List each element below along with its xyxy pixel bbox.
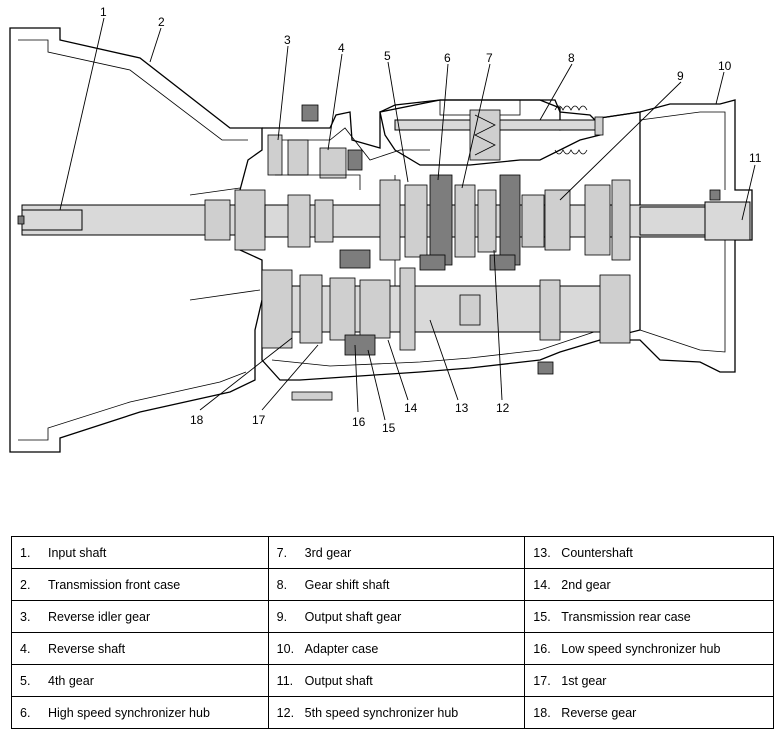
callout-9: 9	[677, 69, 684, 83]
legend-cell: 8. Gear shift shaft	[267, 568, 526, 601]
callout-16: 16	[352, 415, 366, 429]
legend-row: 4. Reverse shaft 10. Adapter case 16. Low spe…	[11, 632, 774, 665]
transmission-cross-section-diagram: 1 2 3 4 5 6 7 8 9 10 11 12 13 14 15 16 1…	[9, 5, 762, 453]
legend-cell: 3. Reverse idler gear	[11, 600, 269, 633]
legend-item-number: 11.	[276, 673, 294, 688]
legend-item-number: 13.	[533, 545, 551, 560]
legend-item-number: 7.	[276, 545, 288, 560]
legend-item-label: Low speed synchronizer hub	[561, 641, 721, 656]
legend-item-label: Countershaft	[561, 545, 633, 560]
callout-5: 5	[384, 49, 391, 63]
legend-item-label: Transmission rear case	[561, 609, 691, 624]
legend-item-number: 2.	[20, 577, 31, 592]
legend-item-number: 17.	[533, 673, 551, 688]
legend-item-label: High speed synchronizer hub	[48, 705, 210, 720]
legend-item-label: Reverse shaft	[48, 641, 126, 656]
legend-row: 5. 4th gear 11. Output shaft 17. 1st gear	[11, 664, 774, 697]
legend-item-label: 4th gear	[48, 673, 94, 688]
legend-item-number: 14.	[533, 577, 551, 592]
legend-cell: 17. 1st gear	[524, 664, 774, 697]
legend-item-label: Reverse idler gear	[48, 609, 151, 624]
legend-cell: 4. Reverse shaft	[11, 632, 269, 665]
callout-11: 11	[749, 151, 762, 165]
legend-item-number: 15.	[533, 609, 551, 624]
legend-cell: 18. Reverse gear	[524, 696, 774, 729]
front-case-outline	[9, 27, 263, 453]
legend-cell: 10. Adapter case	[267, 632, 526, 665]
legend-item-number: 3.	[20, 609, 31, 624]
legend-cell: 2. Transmission front case	[11, 568, 269, 601]
callout-7: 7	[486, 51, 493, 65]
callout-6: 6	[444, 51, 451, 65]
callout-13: 13	[455, 401, 469, 415]
legend-item-label: Output shaft	[304, 673, 373, 688]
legend-cell: 11. Output shaft	[267, 664, 526, 697]
callout-1: 1	[100, 5, 107, 19]
legend-item-number: 9.	[276, 609, 288, 624]
callout-4: 4	[338, 41, 345, 55]
legend-cell: 1. Input shaft	[11, 536, 269, 569]
callout-17: 17	[252, 413, 266, 427]
legend-row: 6. High speed synchronizer hub 12. 5th spee…	[11, 696, 774, 729]
legend-item-label: 3rd gear	[304, 545, 352, 560]
legend-cell: 6. High speed synchronizer hub	[11, 696, 269, 729]
legend-item-number: 5.	[20, 673, 31, 688]
legend-item-label: Reverse gear	[561, 705, 637, 720]
legend-cell: 5. 4th gear	[11, 664, 269, 697]
legend-item-label: 1st gear	[561, 673, 607, 688]
callout-3: 3	[284, 33, 291, 47]
callout-18: 18	[190, 413, 204, 427]
legend-item-label: Gear shift shaft	[304, 577, 390, 592]
legend-cell: 7. 3rd gear	[267, 536, 526, 569]
legend-item-number: 8.	[276, 577, 288, 592]
legend-item-number: 18.	[533, 705, 551, 720]
legend-item-number: 1.	[20, 545, 31, 560]
callout-12: 12	[496, 401, 510, 415]
legend-item-label: Input shaft	[48, 545, 107, 560]
callout-15: 15	[382, 421, 396, 435]
legend-item-label: Transmission front case	[48, 577, 181, 592]
legend-cell: 9. Output shaft gear	[267, 600, 526, 633]
legend-row: 3. Reverse idler gear 9. Output shaft gear 1…	[11, 600, 774, 633]
legend-item-label: Adapter case	[304, 641, 379, 656]
callout-2: 2	[158, 15, 165, 29]
callout-10: 10	[718, 59, 732, 73]
legend-item-number: 6.	[20, 705, 31, 720]
legend-item-number: 12.	[276, 705, 295, 720]
legend-item-number: 10.	[276, 641, 295, 656]
legend-item-number: 4.	[20, 641, 31, 656]
legend-cell: 12. 5th speed synchronizer hub	[267, 696, 526, 729]
legend-cell: 15. Transmission rear case	[524, 600, 774, 633]
legend-item-label: Output shaft gear	[304, 609, 402, 624]
legend-item-label: 5th speed synchronizer hub	[304, 705, 459, 720]
legend-item-label: 2nd gear	[561, 577, 611, 592]
legend-cell: 16. Low speed synchronizer hub	[524, 632, 774, 665]
callout-14: 14	[404, 401, 418, 415]
legend-row: 1. Input shaft 7. 3rd gear 13. Countershaft	[11, 536, 774, 569]
parts-legend-table: 1. Input shaft 7. 3rd gear 13. Countershaft 2.…	[11, 536, 774, 729]
legend-row: 2. Transmission front case 8. Gear shift sh…	[11, 568, 774, 601]
callout-8: 8	[568, 51, 575, 65]
legend-item-number: 16.	[533, 641, 551, 656]
legend-cell: 13. Countershaft	[524, 536, 774, 569]
adapter-case-outline	[599, 99, 753, 373]
legend-cell: 14. 2nd gear	[524, 568, 774, 601]
